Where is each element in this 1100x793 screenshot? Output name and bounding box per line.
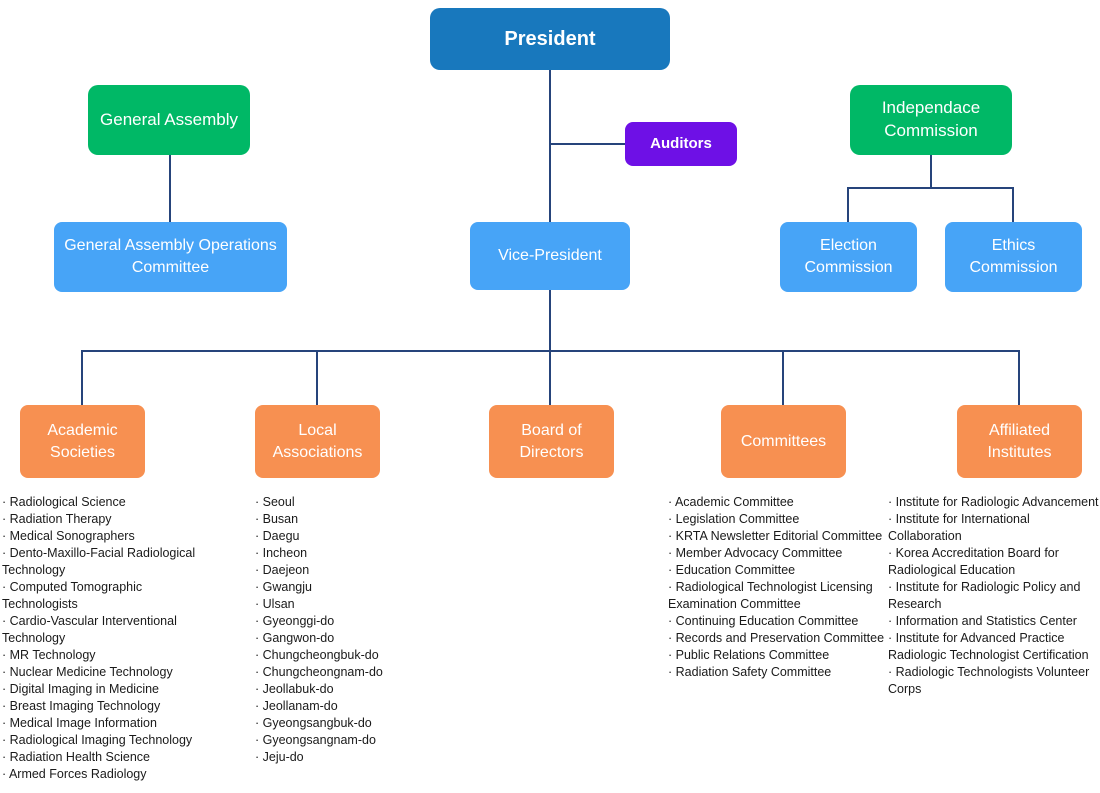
list-item: · Armed Forces Radiology (2, 767, 147, 781)
list-item: · Gwangju (255, 580, 312, 594)
list-item: · Digital Imaging in Medicine (2, 682, 160, 696)
list-item: · Information and Statistics Center (888, 614, 1077, 628)
node-general-assembly: General Assembly (88, 85, 250, 155)
list-item: · Nuclear Medicine Technology (2, 665, 173, 679)
connector-vp-down (549, 290, 551, 351)
list-committees: · Academic Committee · Legislation Commit… (668, 494, 886, 681)
list-item: · Seoul (255, 495, 295, 509)
node-vice-president: Vice-President (470, 222, 630, 290)
list-item: · Cardio-Vascular Interventional Technol… (2, 614, 177, 645)
list-item: · Korea Accreditation Board for Radiolog… (888, 546, 1059, 577)
list-item: · Institute for Radiologic Policy and Re… (888, 580, 1081, 611)
node-auditors: Auditors (625, 122, 737, 166)
list-item: · Member Advocacy Committee (668, 546, 843, 560)
list-item: · Radiological Technologist Licensing Ex… (668, 580, 873, 611)
list-item: · Institute for Advanced Practice Radiol… (888, 631, 1089, 662)
list-item: · Gangwon-do (255, 631, 335, 645)
list-item: · Jeollanam-do (255, 699, 338, 713)
connector-election (847, 187, 849, 222)
list-item: · Jeollabuk-do (255, 682, 334, 696)
node-ethics-commission: Ethics Commission (945, 222, 1082, 292)
list-item: · Radiation Safety Committee (668, 665, 832, 679)
list-item: · Computed Tomographic Technologists (2, 580, 143, 611)
list-item: · Busan (255, 512, 299, 526)
list-item: · Chungcheongbuk-do (255, 648, 379, 662)
connector-ethics (1012, 187, 1014, 222)
list-item: · Medical Image Information (2, 716, 157, 730)
list-item: · Radiation Therapy (2, 512, 112, 526)
list-item: · Continuing Education Committee (668, 614, 859, 628)
node-academic-societies: Academic Societies (20, 405, 145, 478)
list-item: · Radiation Health Science (2, 750, 150, 764)
connector-president-vp (549, 70, 551, 222)
list-item: · Daegu (255, 529, 300, 543)
connector-indep-horizontal (847, 187, 1014, 189)
list-affiliated-institutes: · Institute for Radiologic Advancement · … (888, 494, 1100, 698)
list-item: · MR Technology (2, 648, 96, 662)
list-item: · Education Committee (668, 563, 796, 577)
list-item: · KRTA Newsletter Editorial Committee (668, 529, 883, 543)
connector-ga-ops (169, 155, 171, 222)
list-item: · Daejeon (255, 563, 310, 577)
connector-affiliated (1018, 350, 1020, 405)
list-item: · Legislation Committee (668, 512, 800, 526)
connector-committees (782, 350, 784, 405)
list-local-associations: · Seoul · Busan · Daegu · Incheon · Daejeon ·… (255, 494, 415, 766)
list-item: · Public Relations Committee (668, 648, 830, 662)
node-local-associations: Local Associations (255, 405, 380, 478)
list-item: · Breast Imaging Technology (2, 699, 161, 713)
connector-indep-down (930, 155, 932, 188)
list-item: · Institute for Radiologic Advancement (888, 495, 1099, 509)
list-item: · Gyeongsangbuk-do (255, 716, 372, 730)
list-item: · Radiological Science (2, 495, 126, 509)
list-item: · Ulsan (255, 597, 295, 611)
list-item: · Gyeongsangnam-do (255, 733, 376, 747)
node-board-of-directors: Board of Directors (489, 405, 614, 478)
list-item: · Radiologic Technologists Volunteer Cor… (888, 665, 1090, 696)
list-item: · Academic Committee (668, 495, 794, 509)
node-affiliated-institutes: Affiliated Institutes (957, 405, 1082, 478)
list-item: · Radiological Imaging Technology (2, 733, 193, 747)
list-item: · Incheon (255, 546, 308, 560)
node-election-commission: Election Commission (780, 222, 917, 292)
list-item: · Chungcheongnam-do (255, 665, 383, 679)
connector-local (316, 350, 318, 405)
node-ga-operations-committee: General Assembly Operations Committee (54, 222, 287, 292)
node-president: President (430, 8, 670, 70)
list-item: · Institute for International Collaborat… (888, 512, 1030, 543)
list-item: · Medical Sonographers (2, 529, 135, 543)
connector-auditors (550, 143, 626, 145)
connector-academic (81, 350, 83, 405)
list-item: · Records and Preservation Committee (668, 631, 885, 645)
connector-board (549, 350, 551, 405)
list-item: · Jeju-do (255, 750, 304, 764)
list-academic-societies: · Radiological Science · Radiation Therap… (2, 494, 217, 783)
node-independence-commission: Independace Commission (850, 85, 1012, 155)
list-item: · Dento-Maxillo-Facial Radiological Tech… (2, 546, 196, 577)
node-committees: Committees (721, 405, 846, 478)
list-item: · Gyeonggi-do (255, 614, 335, 628)
